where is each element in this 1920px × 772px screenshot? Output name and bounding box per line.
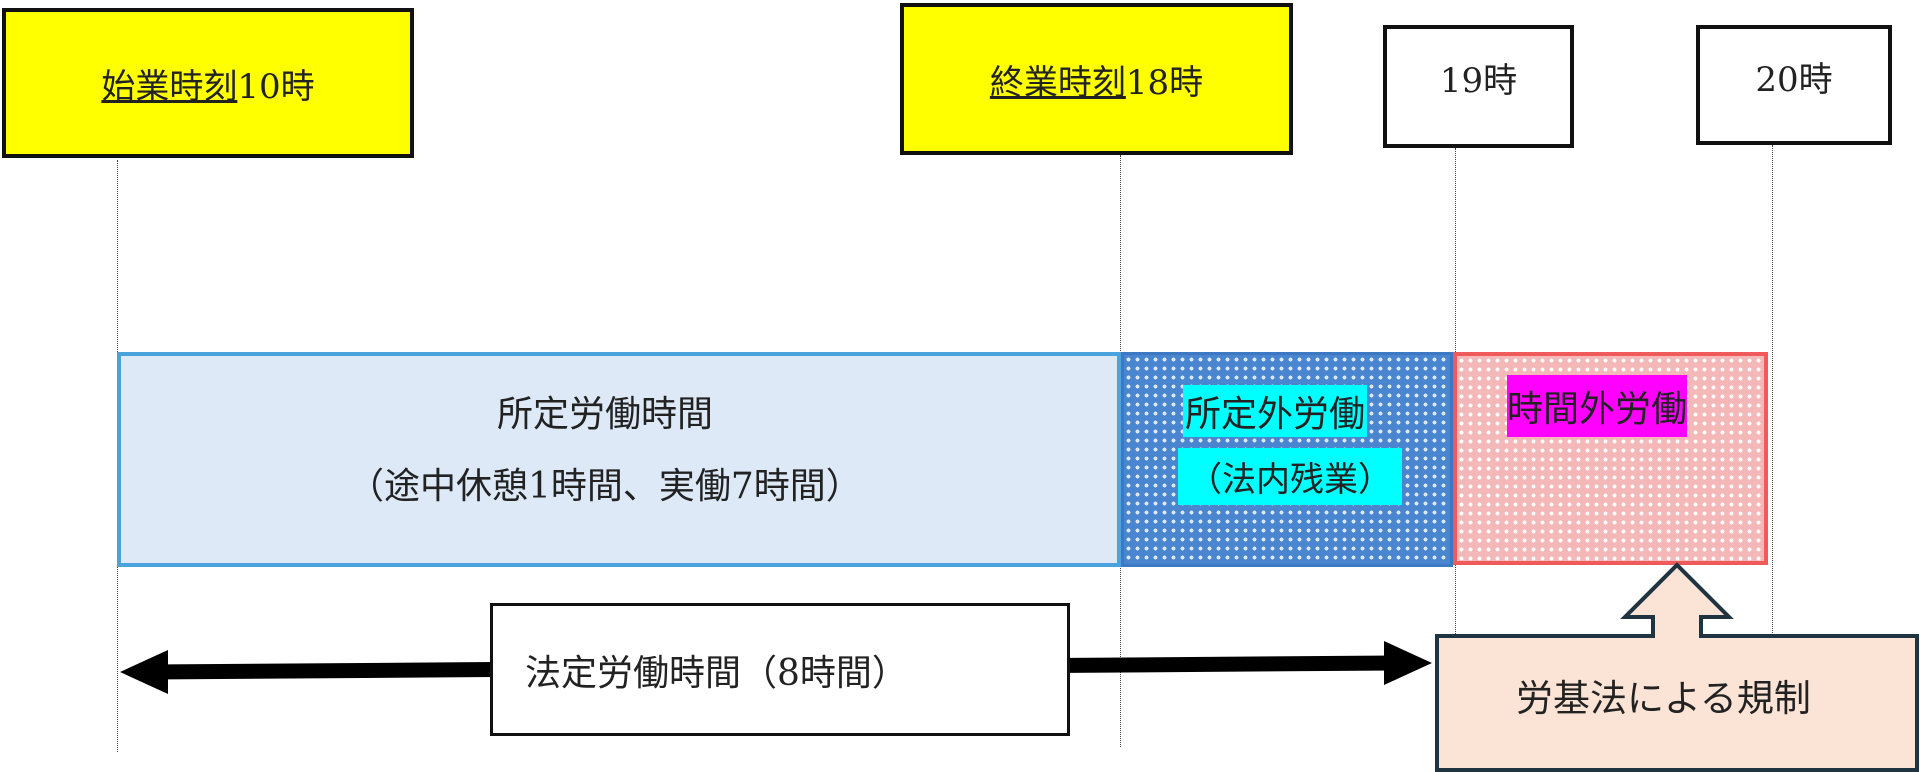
- end-time-value: 18時: [1125, 62, 1204, 103]
- overtime-work-bar: [1453, 352, 1768, 565]
- overtime-work-title: 時間外労働: [1507, 375, 1688, 437]
- non-scheduled-work-note: （法内残業）: [1178, 448, 1402, 505]
- time-19-label: 19時: [1383, 25, 1574, 148]
- regulation-callout-shape: [1435, 562, 1919, 772]
- guide-line-20: [1772, 145, 1773, 635]
- legal-hours-box: 法定労働時間（8時間）: [490, 603, 1070, 736]
- scheduled-work-note: （途中休憩1時間、実働7時間）: [348, 466, 862, 507]
- end-time-prefix: 終業時刻: [989, 62, 1126, 103]
- legal-hours-arrow-right-head: [1384, 641, 1432, 685]
- scheduled-work-bar: [117, 352, 1121, 567]
- non-scheduled-work-title: 所定外労働: [1183, 385, 1368, 437]
- start-time-value: 10時: [237, 66, 315, 107]
- legal-hours-arrow-left-head: [120, 650, 168, 694]
- time-20-text: 20時: [1755, 59, 1833, 100]
- scheduled-work-title: 所定労働時間: [497, 394, 714, 435]
- time-19-text: 19時: [1439, 61, 1518, 101]
- regulation-label: 労基法による規制: [1516, 677, 1811, 720]
- time-20-label: 20時: [1696, 25, 1892, 145]
- legal-hours-label: 法定労働時間（8時間）: [525, 652, 908, 694]
- start-time-prefix: 始業時刻: [101, 66, 238, 107]
